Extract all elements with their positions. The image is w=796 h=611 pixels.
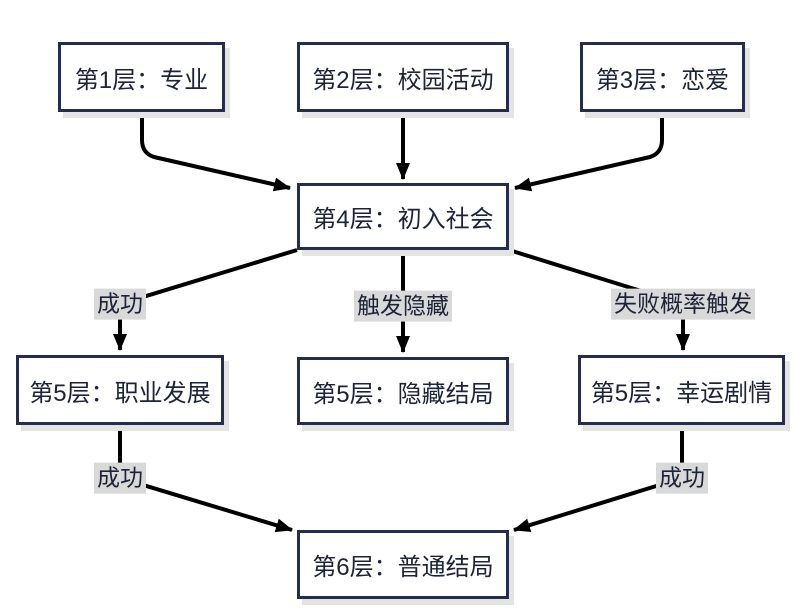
edge-layer1-to-layer4 [140, 112, 291, 192]
node-layer1-major[interactable]: 第1层：专业 [58, 42, 225, 112]
node-layer4-entering-society[interactable]: 第4层：初入社会 [297, 183, 509, 250]
node-layer5-hidden-ending[interactable]: 第5层：隐藏结局 [297, 357, 509, 425]
edge-label-success-lower-left[interactable]: 成功 [94, 462, 146, 494]
node-layer3-label: 第3层：恋爱 [595, 66, 730, 94]
edge-label-fail-probability[interactable]: 失败概率触发 [611, 288, 755, 320]
node-layer5-career-development[interactable]: 第5层：职业发展 [16, 355, 224, 425]
node-layer2-label: 第2层：校园活动 [312, 66, 494, 94]
edge-label-success-lower-right[interactable]: 成功 [656, 462, 708, 494]
node-layer5-lucky-plot[interactable]: 第5层：幸运剧情 [578, 355, 785, 425]
edge-label-success-upper-left[interactable]: 成功 [94, 288, 146, 320]
edge-layer3-to-layer4 [514, 112, 664, 192]
node-layer2-campus-activities[interactable]: 第2层：校园活动 [297, 42, 509, 112]
node-layer5-career-label: 第5层：职业发展 [29, 379, 211, 407]
node-layer6-label: 第6层：普通结局 [312, 554, 494, 581]
edge-layer4-to-layer5-career [113, 248, 298, 351]
node-layer1-label: 第1层：专业 [74, 66, 209, 94]
node-layer3-romance[interactable]: 第3层：恋爱 [580, 42, 745, 112]
node-layer5-hidden-label: 第5层：隐藏结局 [312, 380, 494, 408]
node-layer6-normal-ending[interactable]: 第6层：普通结局 [297, 530, 509, 599]
node-layer4-label: 第4层：初入社会 [312, 206, 494, 233]
edge-label-trigger-hidden[interactable]: 触发隐藏 [354, 290, 452, 322]
node-layer5-lucky-label: 第5层：幸运剧情 [590, 379, 773, 407]
